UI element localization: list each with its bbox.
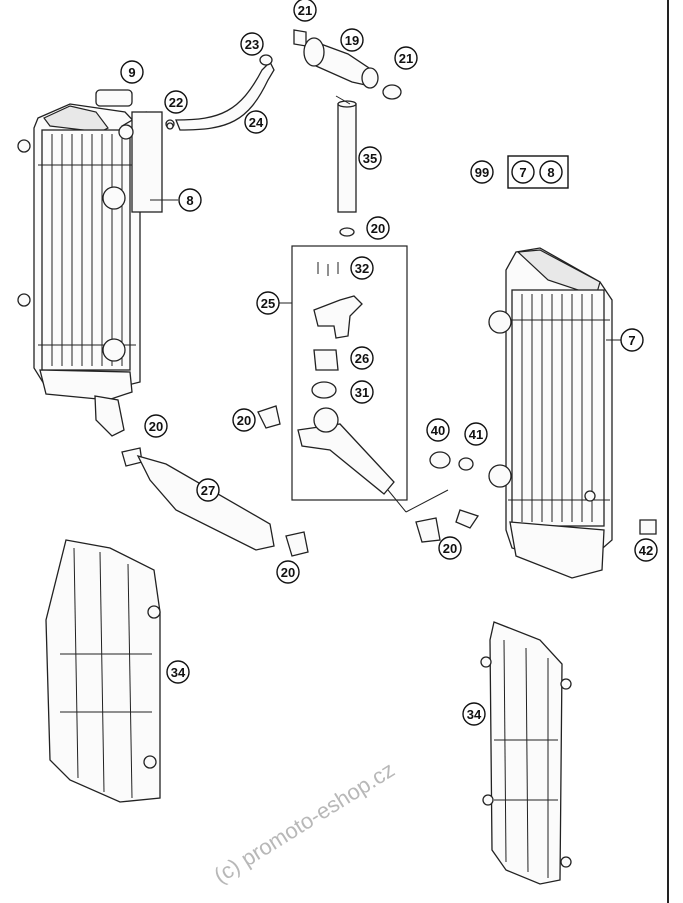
callout-21a: 21 <box>293 0 317 22</box>
thermostat-group-box <box>291 245 408 501</box>
callout-label: 31 <box>355 385 369 400</box>
callout-label: 99 <box>475 165 489 180</box>
callout-20b: 20 <box>144 414 168 438</box>
callout-label: 25 <box>261 296 275 311</box>
callout-20e: 20 <box>276 560 300 584</box>
callout-label: 8 <box>186 193 193 208</box>
callout-99-kit: 99 7 8 <box>470 155 569 189</box>
callout-label: 32 <box>355 261 369 276</box>
callout-label: 7 <box>519 165 526 180</box>
right-radiator <box>488 247 613 579</box>
callout-34b: 34 <box>462 702 486 726</box>
callout-label: 34 <box>467 707 482 722</box>
callout-label: 20 <box>443 541 457 556</box>
right-radiator-guard <box>480 621 572 885</box>
callout-35: 35 <box>358 146 382 170</box>
callout-40: 40 <box>426 418 450 442</box>
left-radiator <box>17 89 163 437</box>
callout-label: 19 <box>345 33 359 48</box>
callout-27: 27 <box>196 478 220 502</box>
left-radiator-guard <box>45 539 161 803</box>
callout-32: 32 <box>350 256 374 280</box>
callout-label: 20 <box>237 413 251 428</box>
callout-label: 8 <box>547 165 554 180</box>
callout-label: 22 <box>169 95 183 110</box>
callout-7: 7 <box>620 328 644 352</box>
callout-26: 26 <box>350 346 374 370</box>
callout-label: 35 <box>363 151 377 166</box>
callout-31: 31 <box>350 380 374 404</box>
callout-34a: 34 <box>166 660 190 684</box>
callout-9: 9 <box>120 60 144 84</box>
thermostat-parts <box>121 262 657 557</box>
callout-label: 34 <box>171 665 186 680</box>
callout-label: 20 <box>149 419 163 434</box>
callout-label: 7 <box>628 333 635 348</box>
callout-20c: 20 <box>232 408 256 432</box>
callout-label: 9 <box>128 65 135 80</box>
callout-23: 23 <box>240 32 264 56</box>
watermark: (c) promoto-eshop.cz <box>209 757 399 888</box>
callout-20d: 20 <box>438 536 462 560</box>
callout-21b: 21 <box>394 46 418 70</box>
callout-19: 19 <box>340 28 364 52</box>
callout-label: 40 <box>431 423 445 438</box>
callout-24: 24 <box>244 110 268 134</box>
callout-label: 20 <box>281 565 295 580</box>
callout-22: 22 <box>164 90 188 114</box>
callout-label: 42 <box>639 543 653 558</box>
callout-41: 41 <box>464 422 488 446</box>
callout-label: 21 <box>298 3 312 18</box>
callout-label: 27 <box>201 483 215 498</box>
callout-42: 42 <box>634 538 658 562</box>
callout-label: 23 <box>245 37 259 52</box>
callout-25: 25 <box>256 291 280 315</box>
callout-8: 8 <box>178 188 202 212</box>
callout-label: 26 <box>355 351 369 366</box>
callout-20a: 20 <box>366 216 390 240</box>
callout-label: 20 <box>371 221 385 236</box>
leader-lines <box>150 95 622 513</box>
upper-hoses-and-fittings <box>165 29 402 237</box>
callout-label: 21 <box>399 51 413 66</box>
callout-label: 41 <box>469 427 483 442</box>
callout-label: 24 <box>249 115 264 130</box>
